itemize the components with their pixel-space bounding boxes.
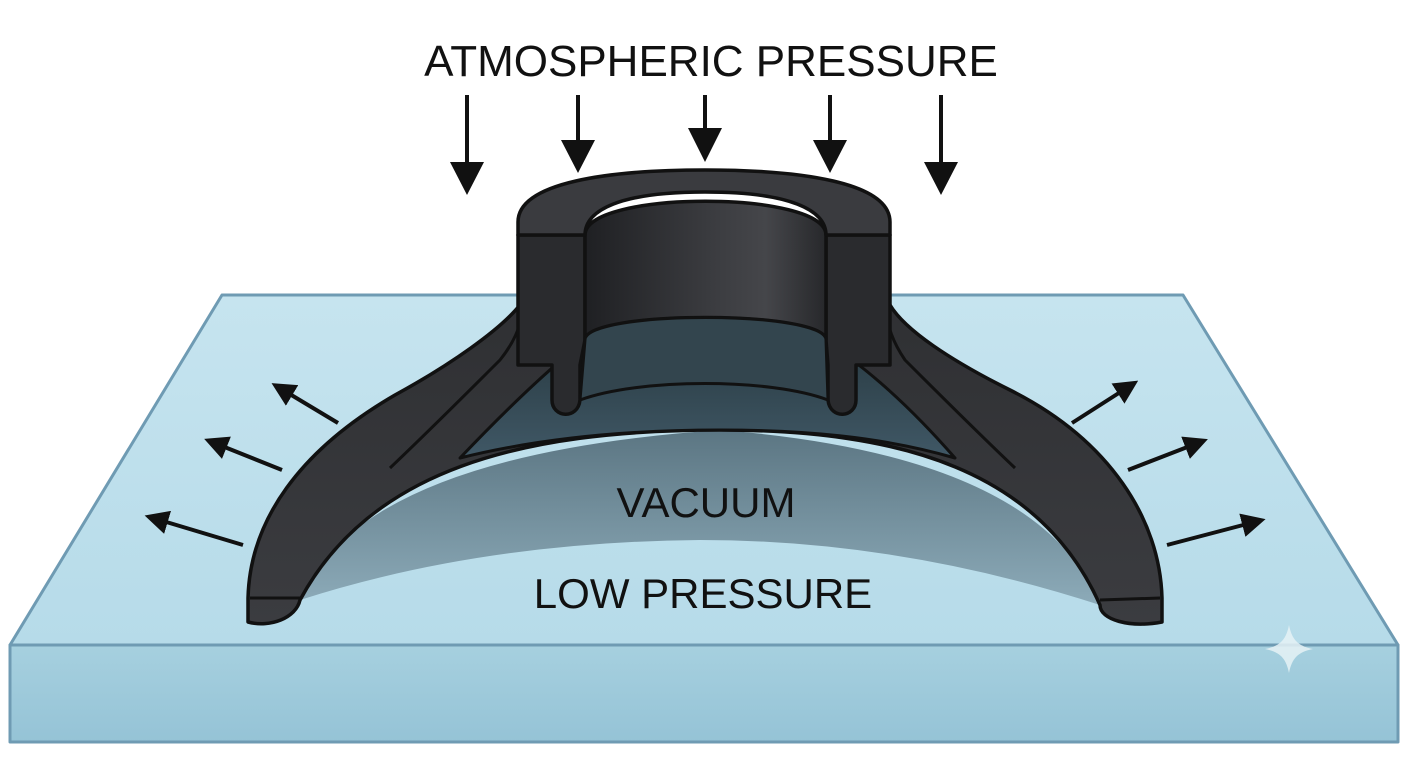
atmospheric-pressure-label: ATMOSPHERIC PRESSURE: [424, 37, 998, 86]
sparkle-icon: [1265, 625, 1313, 673]
vacuum-label: VACUUM: [617, 479, 796, 526]
arrow-down-icon: [561, 140, 595, 173]
arrow-outward-icon: [1070, 380, 1139, 425]
cup-neck: [516, 233, 587, 416]
suction-cup: [246, 168, 1164, 626]
arrow-down-icon: [688, 128, 722, 162]
atmospheric-arrows: [450, 95, 958, 195]
cup-top-rim: [516, 168, 892, 237]
arrow-down-icon: [450, 162, 484, 195]
arrow-outward-icon: [1127, 436, 1208, 472]
vacuum-zone: [300, 430, 1100, 605]
arrow-outward-icon: [204, 436, 283, 472]
cup-inner-floor: [578, 316, 830, 402]
outward-arrows: [144, 380, 1266, 547]
low-pressure-label: LOW PRESSURE: [534, 570, 872, 617]
surface-front-face: [8, 643, 1400, 744]
flange-lip-right: [1099, 596, 1161, 602]
arrow-outward-icon: [1166, 513, 1266, 547]
arrow-down-icon: [813, 140, 847, 173]
arrow-outward-icon: [144, 510, 244, 547]
arrow-down-icon: [924, 162, 958, 195]
arrow-outward-icon: [271, 383, 340, 425]
vacuum-shade: [300, 430, 1100, 605]
